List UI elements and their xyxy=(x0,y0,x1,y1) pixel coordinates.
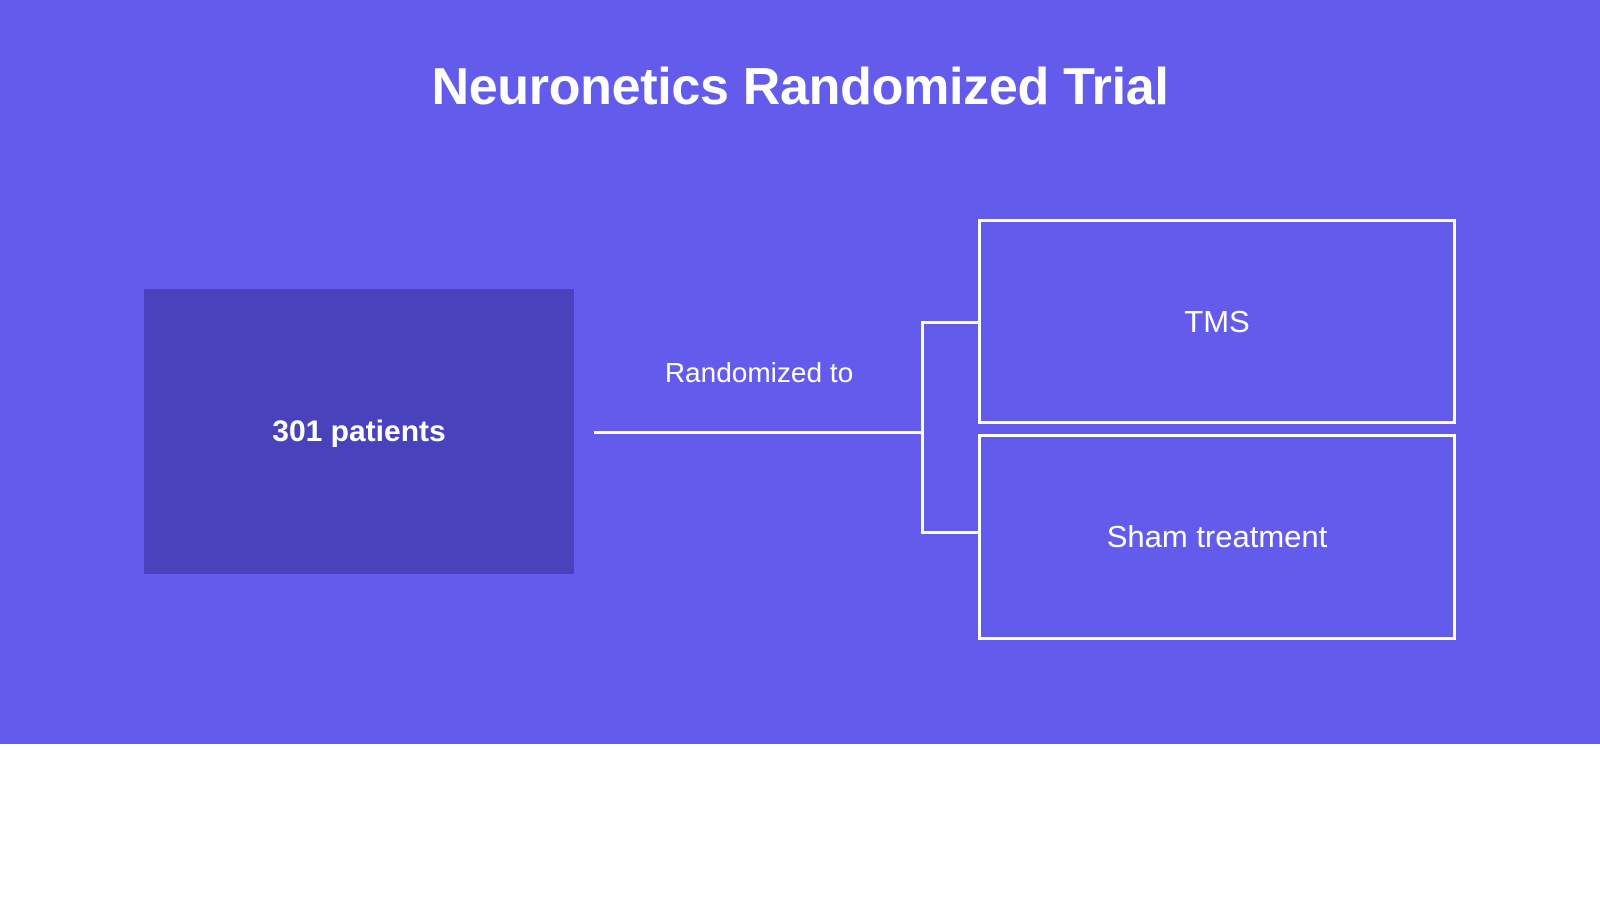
connector-branch-line-top xyxy=(921,321,979,324)
diagram-branch-label-sham: Sham treatment xyxy=(1106,519,1328,555)
diagram-source-box: 301 patients xyxy=(144,289,574,574)
connector-split-line xyxy=(921,321,924,534)
diagram-branch-label-tms: TMS xyxy=(1184,303,1250,339)
page-title: Neuronetics Randomized Trial xyxy=(431,58,1169,116)
connector-trunk-line xyxy=(594,431,924,434)
diagram-branch-box-sham: Sham treatment xyxy=(978,434,1456,640)
slide-footer: O’Reardon, J. P., Solvason, H. B., Janic… xyxy=(0,744,1600,899)
diagram-branch-box-tms: TMS xyxy=(978,219,1456,424)
connector-label: Randomized to xyxy=(664,357,854,388)
slide-stage: Neuronetics Randomized Trial 301 patient… xyxy=(0,0,1600,744)
connector-branch-line-bottom xyxy=(921,531,979,534)
diagram-source-box-label: 301 patients xyxy=(272,414,446,448)
